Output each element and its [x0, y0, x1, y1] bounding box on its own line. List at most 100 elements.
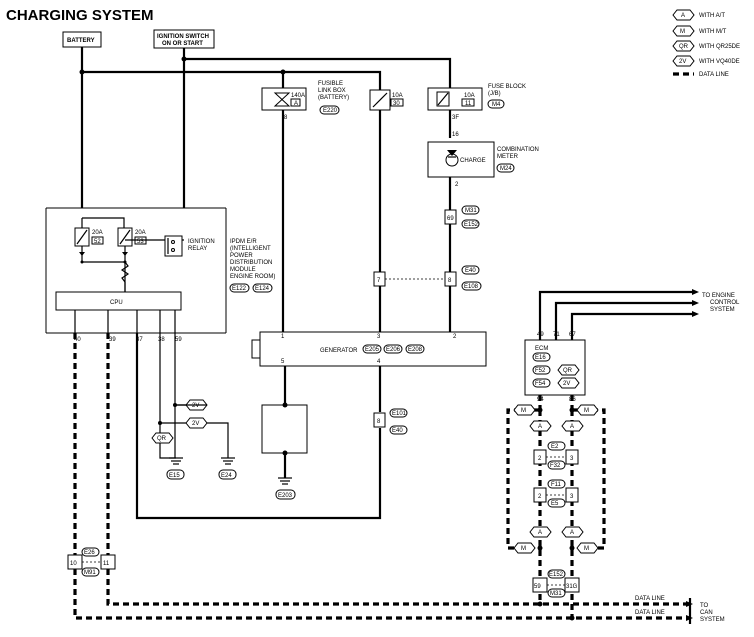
joint-connector-e152: E152 [464, 222, 479, 228]
joint-connector-e152: E152 [549, 572, 564, 578]
generator-connector-e205: E205 [365, 347, 380, 353]
ground-connector-e203: E203 [278, 493, 293, 499]
generator-l-terminal-circuit: 8 E101 E40 [135, 333, 408, 520]
ipdm-pin-37: 37 [136, 337, 143, 343]
battery-wiring [79, 47, 382, 208]
ipdm-ground-circuits: 2V 2V QR E15 E24 [151, 333, 237, 480]
ecm: 49 71 67 ECM E16 F52 F54 QR 2V 94 86 [524, 332, 586, 403]
meter-line2: METER [497, 154, 519, 160]
to-engine-control-line3: SYSTEM [710, 307, 735, 313]
battery-label: BATTERY [67, 38, 95, 44]
joint-pin: 3 [570, 456, 574, 462]
ipdm-pin-39: 39 [109, 337, 116, 343]
fusible-link-line1: FUSIBLE [318, 81, 343, 87]
fuse-block-pin: 3F [452, 115, 459, 121]
joint-pin: 31G [566, 584, 578, 590]
generator-pin-5: 5 [281, 359, 285, 365]
ipdm-label: IPDM E/R (INTELLIGENT POWER DISTRIBUTION… [229, 239, 275, 293]
legend-symbol: A [681, 13, 685, 19]
fuse-block-line1: FUSE BLOCK [488, 84, 526, 90]
legend-item-with-mt: M WITH M/T [672, 25, 727, 37]
joint-connector-f11: F11 [551, 482, 562, 488]
joint-connector-e2: E2 [551, 444, 559, 450]
legend-item-data-line: DATA LINE [673, 72, 729, 78]
fusible-link-connector: E220 [323, 108, 338, 114]
ecm-connector-f54: F54 [535, 381, 546, 387]
joint-connector-e5: E5 [551, 501, 559, 507]
ipdm-connector-e124: E124 [255, 286, 270, 292]
meter-pin-in: 16 [452, 132, 459, 138]
data-line-label: DATA LINE [635, 596, 665, 602]
badge-2v: 2V [563, 381, 570, 387]
ipdm-label-line2: (INTELLIGENT [230, 246, 271, 252]
joint-connector-m91: M91 [84, 570, 96, 576]
fuse-10a-30: 10A 30 [369, 89, 404, 111]
ipdm-er-module: 20A 52 20A 53 IGNITION RELAY CPU 40 39 [45, 207, 227, 343]
can-data-lines: M M A A 2 3 E2 F32 2 3 F11 E5 A A M [506, 395, 606, 621]
legend-text: WITH VQ40DE [699, 59, 740, 65]
legend: A WITH A/T M WITH M/T QR WITH QR25DE 2V … [672, 9, 740, 78]
badge-qr: QR [157, 436, 167, 442]
fuse-block-amp: 10A [464, 93, 475, 99]
ignition-switch: IGNITION SWITCH ON OR START [153, 29, 215, 49]
meter-pin-out: 2 [455, 182, 459, 188]
charge-lamp-label: CHARGE [460, 158, 486, 164]
to-can-line1: TO [700, 603, 709, 609]
fusible-link-box: 140A A FUSIBLE LINK BOX (BATTERY) E220 8 [261, 81, 349, 121]
ipdm-label-line6: ENGINE ROOM) [230, 274, 275, 280]
badge-m: M [521, 546, 526, 552]
ipdm-data-lines: 10 11 E26 M91 [67, 333, 686, 620]
ipdm-pin-59: 59 [175, 337, 182, 343]
legend-item-with-at: A WITH A/T [672, 9, 725, 21]
ground-connector-e15: E15 [169, 473, 180, 479]
badge-a: A [538, 530, 542, 536]
joint-pin: 8 [448, 278, 452, 284]
diagram-title: CHARGING SYSTEM [6, 7, 154, 24]
joint-connector-m31: M31 [465, 208, 477, 214]
legend-symbol: 2V [679, 59, 686, 65]
joint-connector-e40: E40 [465, 268, 476, 274]
ecm-connector-e16: E16 [535, 355, 546, 361]
badge-2v: 2V [192, 421, 199, 427]
ipdm-connector-e122: E122 [232, 286, 247, 292]
data-line-label: DATA LINE [635, 610, 665, 616]
to-can-system: DATA LINE DATA LINE TO CAN SYSTEM [635, 596, 725, 624]
joint-pin: 3 [570, 494, 574, 500]
joint-pin: 10 [70, 561, 77, 567]
ipdm-label-line5: MODULE [230, 267, 256, 273]
combination-meter: 16 CHARGE COMBINATION METER M24 2 [427, 110, 539, 188]
joint-pin: 11 [103, 561, 110, 567]
joint-e40-e108: 8 E40 E108 7 [373, 265, 482, 291]
badge-m: M [584, 408, 589, 414]
generator: 1 3 2 5 4 GENERATOR E205 E206 E208 [251, 331, 487, 367]
fuse-block-connector: M4 [492, 102, 501, 108]
fuse-block-line2: (J/B) [488, 91, 501, 97]
badge-a: A [538, 424, 542, 430]
fusible-link-line3: (BATTERY) [318, 95, 349, 101]
fusible-link-amp: 140A [291, 93, 305, 99]
generator-ground-circuit: E203 [261, 366, 308, 500]
legend-item-with-vq: 2V WITH VQ40DE [672, 55, 740, 67]
ipdm-fuse2-no: 53 [137, 239, 144, 245]
joint-pin: 59 [534, 584, 541, 590]
fusible-link-pin: 8 [284, 115, 288, 121]
badge-a: A [570, 530, 574, 536]
legend-text: WITH A/T [699, 13, 725, 19]
ipdm-label-line1: IPDM E/R [230, 239, 257, 245]
generator-connector-e208: E208 [408, 347, 423, 353]
to-engine-control-line1: TO ENGINE [702, 293, 735, 299]
joint-connector-m31: M31 [550, 591, 562, 597]
legend-text: WITH QR25DE [699, 44, 740, 50]
generator-label: GENERATOR [320, 348, 358, 354]
joint-pin: 7 [377, 278, 381, 284]
joint-pin: 69 [447, 216, 454, 222]
fuse-block: 10A 11 FUSE BLOCK (J/B) M4 3F [427, 84, 526, 121]
legend-symbol: QR [679, 44, 689, 50]
joint-m31-e152: 69 M31 E152 [444, 205, 480, 229]
ipdm-label-line4: DISTRIBUTION [230, 260, 272, 266]
fusible-link-line2: LINK BOX [318, 88, 346, 94]
generator-pin-3: 3 [377, 334, 381, 340]
legend-item-with-qr: QR WITH QR25DE [672, 40, 740, 52]
meter-connector: M24 [500, 166, 512, 172]
